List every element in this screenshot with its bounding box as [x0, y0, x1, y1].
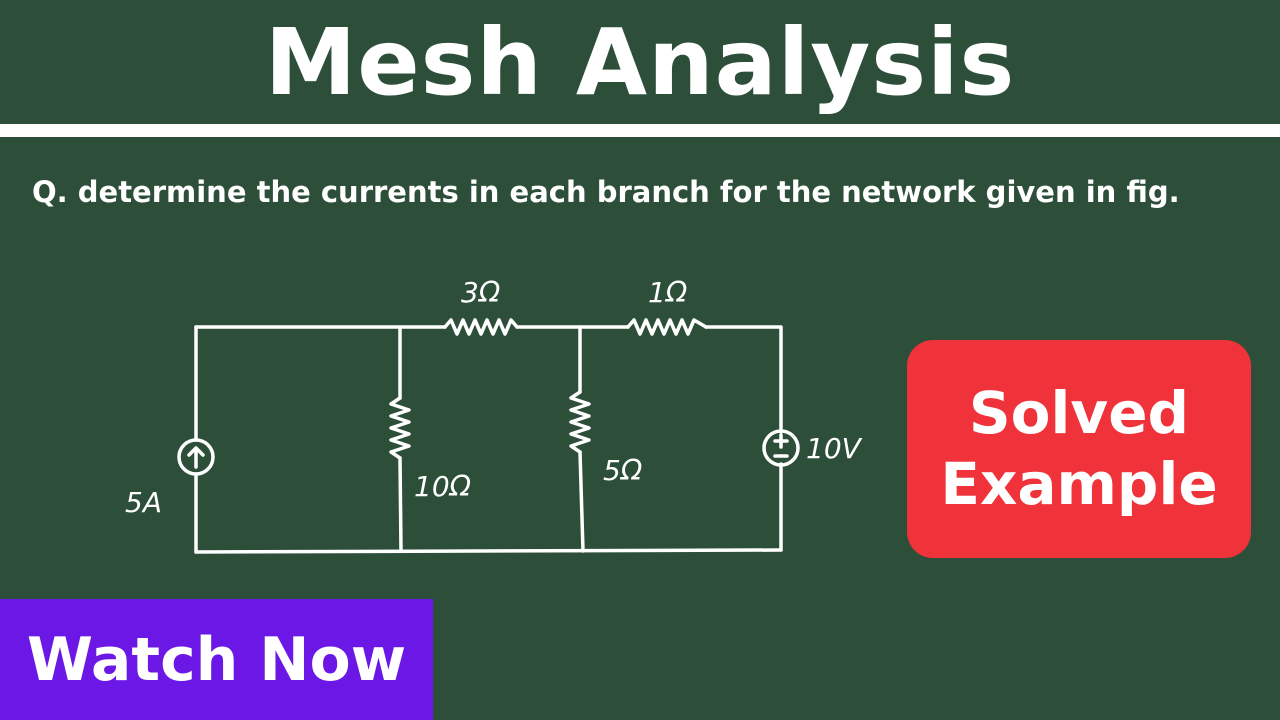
- badge-line-1: Solved: [968, 379, 1190, 448]
- wire-branch2-bottom: [578, 450, 585, 553]
- question-text: Q. determine the currents in each branch…: [32, 175, 1180, 209]
- voltage-source-circle: [762, 429, 800, 467]
- badge-line-2: Example: [940, 450, 1218, 518]
- title-divider: [0, 124, 1280, 137]
- label-10-ohm: 10Ω: [414, 470, 472, 503]
- label-5-ohm: 5Ω: [603, 454, 643, 487]
- current-source-arrow: [187, 446, 205, 469]
- resistor-10-zigzag: [389, 396, 411, 460]
- label-1-ohm: 1Ω: [648, 276, 688, 309]
- watch-now-button[interactable]: Watch Now: [0, 599, 433, 720]
- resistor-5-zigzag: [569, 390, 591, 454]
- solved-example-badge: Solved Example: [907, 340, 1251, 558]
- label-5a: 5A: [125, 486, 162, 519]
- label-3-ohm: 3Ω: [461, 276, 501, 309]
- voltage-source-plus: [773, 433, 789, 449]
- resistor-3-zigzag: [443, 318, 519, 336]
- label-10v: 10V: [806, 432, 863, 465]
- resistor-1-zigzag: [626, 318, 708, 336]
- current-source-circle: [177, 438, 215, 476]
- wire-bottom: [194, 548, 783, 554]
- page-title: Mesh Analysis: [264, 9, 1016, 116]
- wire-branch1-bottom: [398, 456, 403, 553]
- wire-top-right: [704, 325, 783, 434]
